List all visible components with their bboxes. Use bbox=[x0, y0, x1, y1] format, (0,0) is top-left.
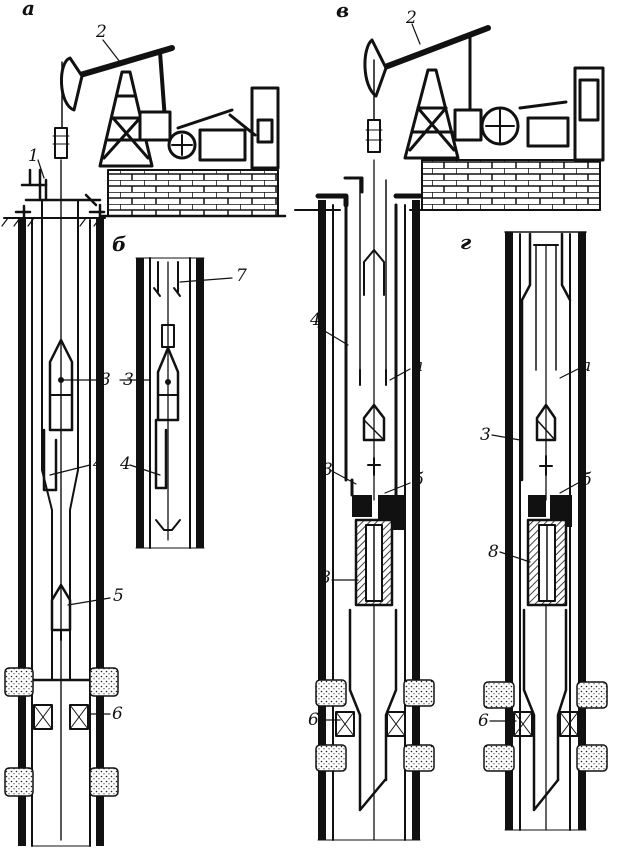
callout-5: 5 bbox=[113, 586, 124, 606]
callout-4-c: 4 bbox=[310, 310, 321, 330]
callout-2-right: 2 bbox=[406, 8, 417, 28]
panel-c-surface bbox=[294, 25, 605, 211]
panel-c-well bbox=[315, 159, 435, 841]
channel-a-d: а bbox=[581, 356, 592, 376]
panel-label-b: б bbox=[112, 232, 127, 256]
channel-b-d: б bbox=[581, 470, 592, 490]
callout-6-a: 6 bbox=[112, 704, 123, 724]
panel-b-inset bbox=[135, 257, 205, 549]
callout-6-d: 6 bbox=[478, 711, 489, 731]
callout-leaders bbox=[37, 23, 579, 722]
pumping-unit-right bbox=[363, 25, 605, 162]
callout-1: 1 bbox=[28, 146, 39, 166]
callout-4-a: 4 bbox=[93, 454, 104, 474]
channel-a-c: а bbox=[413, 356, 424, 376]
panel-label-a: a bbox=[22, 0, 35, 20]
callout-8-c: 8 bbox=[320, 568, 331, 588]
panel-label-d: г bbox=[460, 230, 472, 254]
channel-b-c: б bbox=[413, 470, 424, 490]
callout-7: 7 bbox=[236, 266, 247, 286]
callout-3-c: 3 bbox=[322, 460, 333, 480]
callout-4-b: 4 bbox=[120, 454, 131, 474]
callout-8-d: 8 bbox=[488, 542, 499, 562]
panel-a-wellhead bbox=[14, 168, 106, 220]
pumping-unit-left bbox=[59, 45, 280, 170]
callout-2-left: 2 bbox=[96, 22, 107, 42]
panel-a-surface bbox=[1, 45, 287, 227]
callout-3-b: 3 bbox=[123, 370, 134, 390]
callout-3-d: 3 bbox=[480, 425, 491, 445]
panel-a-casing bbox=[4, 159, 119, 847]
callout-3-a: 3 bbox=[100, 370, 111, 390]
panel-label-c: в bbox=[336, 0, 350, 22]
callout-6-c: 6 bbox=[308, 710, 319, 730]
panel-d-well bbox=[483, 231, 608, 831]
